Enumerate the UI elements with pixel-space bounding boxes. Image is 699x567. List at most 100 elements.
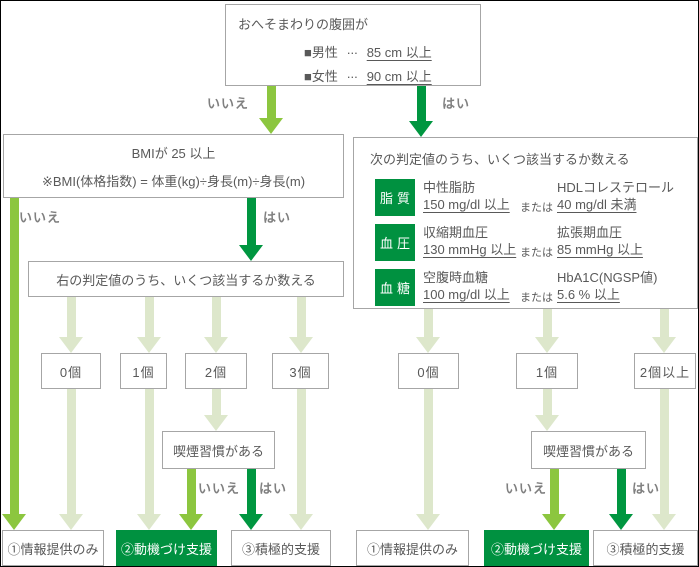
lipid-left: 中性脂肪 150 mg/dl 以上 — [423, 179, 513, 213]
bp-left-value: 130 mmHg 以上 — [423, 242, 517, 257]
waist-title: おへそまわりの腹囲が — [238, 17, 369, 32]
waist-threshold-female: ■女性 ... 90 cm 以上 — [304, 66, 480, 85]
arrow-root-yes — [409, 86, 433, 137]
node-bmi: BMIが 25 以上 ※BMI(体格指数) = 体重(kg)÷身長(m)÷身長(… — [3, 134, 344, 198]
branch-label-yes-bmi: はい — [263, 210, 292, 225]
arrow-rightcriteria-count1 — [535, 309, 559, 353]
branch-label-yes-smoking-right: はい — [632, 481, 661, 496]
bp-right-name: 拡張期血圧 — [557, 225, 623, 240]
bp-left-name: 収縮期血圧 — [423, 225, 489, 240]
arrow-smoking-right-yes-active — [609, 469, 633, 530]
branch-label-no-top: いいえ — [207, 96, 250, 111]
or-label: または — [520, 292, 553, 304]
arrow-leftcriteria-count2 — [204, 297, 228, 353]
outcome-info-right-label: ①情報提供のみ — [366, 541, 458, 557]
outcome-motivation-right: ②動機づけ支援 — [484, 530, 589, 566]
node-right-count-0: 0個 — [398, 353, 459, 389]
node-smoking-left: 喫煙習慣がある — [162, 431, 275, 469]
arrow-root-no — [259, 86, 283, 134]
arrow-rightcriteria-count2plus — [652, 309, 676, 353]
outcome-motivation-left-label: ②動機づけ支援 — [120, 541, 212, 557]
outcome-active-left: ③積極的支援 — [231, 530, 331, 566]
bs-right-value: 5.6 % 以上 — [557, 287, 620, 302]
node-waist-circumference: おへそまわりの腹囲が ■男性 ... 85 cm 以上 ■女性 ... 90 c… — [225, 4, 481, 86]
branch-label-yes-top: はい — [442, 96, 471, 111]
branch-label-yes-smoking-left: はい — [259, 481, 288, 496]
or-label: または — [520, 247, 553, 259]
bp-right-value: 85 mmHg 以上 — [557, 242, 643, 257]
waist-threshold-male: ■男性 ... 85 cm 以上 — [304, 42, 480, 61]
dots: ... — [346, 66, 358, 81]
arrow-count1-left-motivation — [137, 389, 161, 530]
bs-left-name: 空腹時血糖 — [423, 270, 489, 285]
lipid-left-value: 150 mg/dl 以上 — [423, 197, 510, 212]
branch-label-no-smoking-right: いいえ — [505, 481, 548, 496]
male-threshold-value: 85 cm 以上 — [366, 45, 432, 60]
outcome-motivation-left: ②動機づけ支援 — [116, 530, 217, 566]
bs-left-value: 100 mg/dl 以上 — [423, 287, 510, 302]
bmi-formula: ※BMI(体格指数) = 体重(kg)÷身長(m)÷身長(m) — [41, 173, 306, 189]
criteria-row-lipid: 脂質 中性脂肪 150 mg/dl 以上 または HDLコレステロール 40 m… — [375, 179, 674, 216]
bmi-condition: BMIが 25 以上 — [131, 145, 216, 161]
arrow-smoking-left-no-motivation — [179, 469, 203, 530]
waist-thresholds: ■男性 ... 85 cm 以上 ■女性 ... 90 cm 以上 — [304, 42, 480, 85]
arrow-smoking-left-yes-active — [239, 469, 263, 530]
arrow-smoking-right-no-motivation — [542, 469, 566, 530]
node-left-count-2: 2個 — [185, 353, 247, 389]
arrow-rightcriteria-count0 — [416, 309, 440, 353]
outcome-info-left: ①情報提供のみ — [2, 530, 104, 566]
node-left-count-1: 1個 — [120, 353, 167, 389]
smoking-right-label: 喫煙習慣がある — [542, 443, 634, 459]
bs-right-name: HbA1C(NGSP値) — [557, 270, 658, 285]
right-count-0-label: 0個 — [417, 364, 440, 380]
arrow-leftcriteria-count1 — [137, 297, 161, 353]
node-right-count-2plus: 2個以上 — [634, 353, 696, 389]
right-count-2plus-label: 2個以上 — [639, 364, 691, 380]
arrow-bmi-yes — [239, 197, 263, 261]
outcome-motivation-right-label: ②動機づけ支援 — [490, 541, 582, 557]
or-label: または — [520, 202, 553, 214]
criteria-row-blood-sugar: 血糖 空腹時血糖 100 mg/dl 以上 または HbA1C(NGSP値) 5… — [375, 269, 657, 306]
bp-right: 拡張期血圧 85 mmHg 以上 — [557, 224, 643, 258]
outcome-active-left-label: ③積極的支援 — [241, 541, 320, 557]
left-criteria-title: 右の判定値のうち、いくつ該当するか数える — [56, 272, 316, 288]
criteria-row-blood-pressure: 血圧 収縮期血圧 130 mmHg 以上 または 拡張期血圧 85 mmHg 以… — [375, 224, 643, 261]
arrow-count0-left-info — [59, 389, 83, 530]
bp-left: 収縮期血圧 130 mmHg 以上 — [423, 224, 517, 258]
bs-right: HbA1C(NGSP値) 5.6 % 以上 — [557, 269, 657, 303]
outcome-active-right-label: ③積極的支援 — [606, 541, 685, 557]
bs-left: 空腹時血糖 100 mg/dl 以上 — [423, 269, 513, 303]
node-left-criteria-count: 右の判定値のうち、いくつ該当するか数える — [28, 261, 344, 297]
right-criteria-title: 次の判定値のうち、いくつ該当するか数える — [370, 152, 630, 167]
node-left-count-0: 0個 — [41, 353, 101, 389]
right-count-1-label: 1個 — [535, 364, 559, 380]
smoking-left-label: 喫煙習慣がある — [172, 443, 264, 459]
lipid-tag: 脂質 — [375, 179, 415, 216]
branch-label-no-bmi: いいえ — [19, 210, 62, 225]
node-left-count-3: 3個 — [272, 353, 329, 389]
blood-sugar-tag: 血糖 — [375, 269, 415, 306]
female-label: ■女性 — [304, 69, 338, 84]
lipid-right-name: HDLコレステロール — [557, 180, 675, 195]
outcome-info-left-label: ①情報提供のみ — [7, 541, 99, 557]
node-right-count-1: 1個 — [516, 353, 578, 389]
arrow-count3-left-active — [289, 389, 313, 530]
left-count-0-label: 0個 — [59, 364, 83, 380]
female-threshold-value: 90 cm 以上 — [366, 69, 432, 84]
lipid-right-value: 40 mg/dl 未満 — [557, 197, 637, 212]
arrow-count1-right-smoking — [535, 389, 559, 431]
node-smoking-right: 喫煙習慣がある — [531, 431, 646, 469]
blood-pressure-tag: 血圧 — [375, 224, 415, 261]
outcome-info-right: ①情報提供のみ — [356, 530, 469, 566]
left-count-2-label: 2個 — [204, 364, 228, 380]
lipid-left-name: 中性脂肪 — [423, 180, 476, 195]
arrow-bmi-no-info — [2, 197, 26, 530]
arrow-count2-left-smoking — [204, 389, 228, 431]
left-count-1-label: 1個 — [132, 364, 155, 380]
arrow-count0-right-info — [416, 389, 440, 530]
branch-label-no-smoking-left: いいえ — [198, 481, 241, 496]
arrow-leftcriteria-count3 — [289, 297, 313, 353]
outcome-active-right: ③積極的支援 — [593, 530, 698, 566]
left-count-3-label: 3個 — [289, 364, 312, 380]
